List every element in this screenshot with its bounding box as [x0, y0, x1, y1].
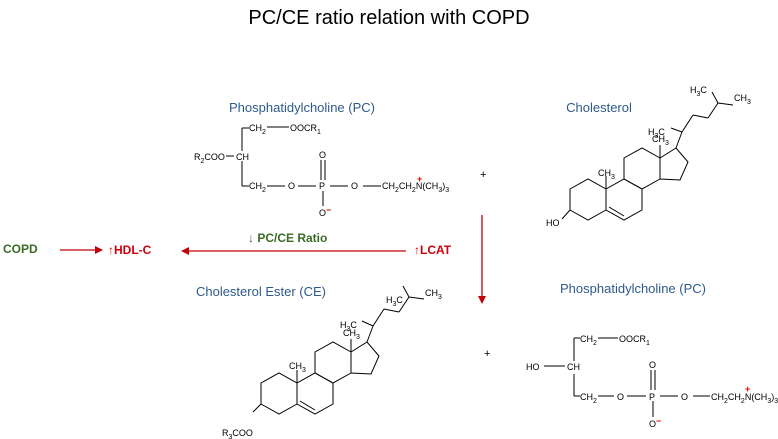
- chol-side-chain: [675, 131, 683, 149]
- copd-label: COPD: [3, 242, 38, 256]
- chol-ch3-top: CH3: [734, 93, 751, 106]
- pc-bottom-choline: CH2CH2N(CH3)3: [711, 392, 778, 405]
- chol-ring-c: [623, 147, 661, 190]
- ce-side-chain: [402, 285, 410, 298]
- pc-top-ch: CH: [236, 152, 249, 162]
- pc-ce-ratio-label: ↓ PC/CE Ratio: [248, 231, 327, 245]
- pc-top-r2coo: R2COO: [194, 152, 225, 165]
- pc-bottom-o1: O: [617, 392, 624, 402]
- pc-bottom-ch2-top: CH2: [580, 334, 597, 347]
- ce-ch3-a: CH3: [289, 361, 306, 374]
- ce-side-chain: [408, 296, 425, 300]
- ce-ring-c: [314, 341, 352, 384]
- pc-top-o-double: O: [319, 150, 326, 160]
- chol-double-bond: [608, 206, 625, 217]
- pc-bottom-ch2-bottom: CH2: [580, 392, 597, 405]
- pc-top-structure: CH2 OOCR1 R2COO CH CH2 O P O O− O CH2CH2…: [194, 123, 449, 218]
- pc-bottom-oocr: OOCR1: [619, 334, 650, 347]
- pc-bottom-n-charge: +: [745, 384, 750, 394]
- pc-top-ch2-top: CH2: [249, 123, 266, 136]
- ce-ring-a: [260, 372, 298, 415]
- chol-h3c-side: H3C: [648, 127, 665, 140]
- diagram-title: PC/CE ratio relation with COPD: [248, 7, 529, 29]
- pc-top-oocr: OOCR1: [290, 123, 321, 136]
- pc-bottom-o-double: O: [649, 360, 656, 370]
- chol-oh-bond: [561, 209, 571, 220]
- pc-top-o2: O: [351, 181, 358, 191]
- ce-double-bond: [299, 400, 316, 411]
- pc-top-n-charge: +: [417, 174, 422, 184]
- chol-ho: HO: [546, 218, 560, 228]
- ce-ch3-top: CH3: [425, 288, 442, 301]
- ce-h3c-side: H3C: [340, 320, 357, 333]
- chol-ring-b: [605, 178, 643, 221]
- plus-sign-bottom: +: [484, 348, 490, 360]
- chol-ch3-a: CH3: [598, 168, 615, 181]
- chol-ch3-b: CH3: [652, 134, 669, 147]
- chol-side-chain: [681, 114, 694, 133]
- cholesterol-ester-structure: H3C CH3 H3C CH3 CH3 R3COO: [222, 285, 442, 439]
- pc-bottom-heading: Phosphatidylcholine (PC): [560, 281, 706, 296]
- chol-side-chain: [711, 91, 719, 104]
- pc-bottom-structure: CH2 OOCR1 HO CH CH2 O P O O− O CH2CH2N(C…: [526, 334, 778, 429]
- plus-sign-top: +: [480, 169, 486, 181]
- ce-side-chain: [366, 325, 374, 343]
- cholesterol-heading: Cholesterol: [566, 100, 632, 115]
- pc-bottom-o-minus: O−: [649, 416, 661, 429]
- chol-ring-d: [659, 147, 689, 181]
- ce-side-chain: [383, 308, 400, 313]
- ce-r3coo: R3COO: [222, 428, 253, 439]
- hdl-label: ↑HDL-C: [108, 243, 152, 257]
- chol-side-chain: [692, 114, 709, 119]
- chol-side-chain: [707, 102, 719, 119]
- ce-ester-bond: [252, 403, 262, 413]
- pc-bottom-o2: O: [681, 392, 688, 402]
- chol-side-chain: [670, 127, 683, 133]
- ce-side-chain: [398, 296, 410, 313]
- pc-top-heading: Phosphatidylcholine (PC): [229, 100, 375, 115]
- lcat-label: ↑LCAT: [414, 243, 452, 257]
- ce-heading: Cholesterol Ester (CE): [196, 284, 326, 299]
- chol-side-chain: [717, 102, 734, 106]
- ce-side-chain: [361, 320, 374, 327]
- pc-bottom-ho: HO: [526, 362, 540, 372]
- ce-ring-d: [350, 341, 380, 375]
- pc-bottom-ch: CH: [567, 362, 580, 372]
- ce-side-chain: [372, 308, 385, 327]
- pc-top-p: P: [319, 181, 325, 191]
- pc-top-o1: O: [288, 181, 295, 191]
- chol-ring-a: [569, 178, 607, 221]
- pc-top-o-minus: O−: [319, 205, 331, 218]
- ce-ch3-b: CH3: [343, 328, 360, 341]
- ce-ring-b: [296, 372, 334, 415]
- chol-h3c-top: H3C: [690, 85, 707, 98]
- pc-top-choline: CH2CH2N(CH3)3: [382, 181, 449, 194]
- ce-h3c-top: H3C: [386, 295, 403, 308]
- pc-top-ch2-bottom: CH2: [249, 181, 266, 194]
- cholesterol-structure: H3C CH3 H3C CH3 CH3 HO: [546, 85, 751, 228]
- pc-bottom-p: P: [649, 392, 655, 402]
